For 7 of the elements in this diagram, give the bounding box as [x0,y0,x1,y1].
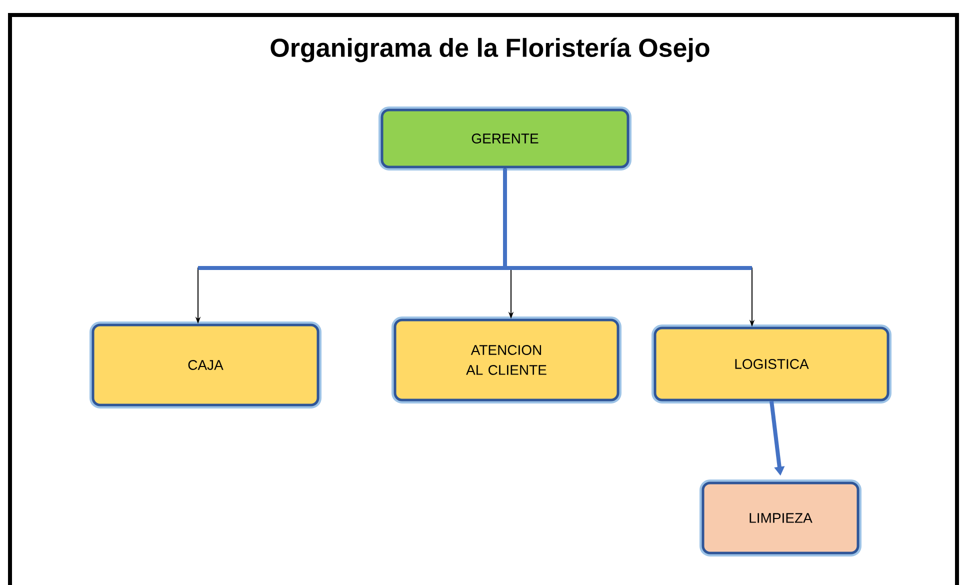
trunk-line [196,166,754,270]
org-box: ATENCION AL CLIENTE [392,316,622,404]
org-box: LOGISTICA [652,324,892,404]
org-box: LIMPIEZA [700,480,862,556]
org-box: GERENTE [378,106,632,170]
title: Organigrama de la Floristería Osejo [270,38,710,62]
org-box: CAJA [90,322,322,408]
